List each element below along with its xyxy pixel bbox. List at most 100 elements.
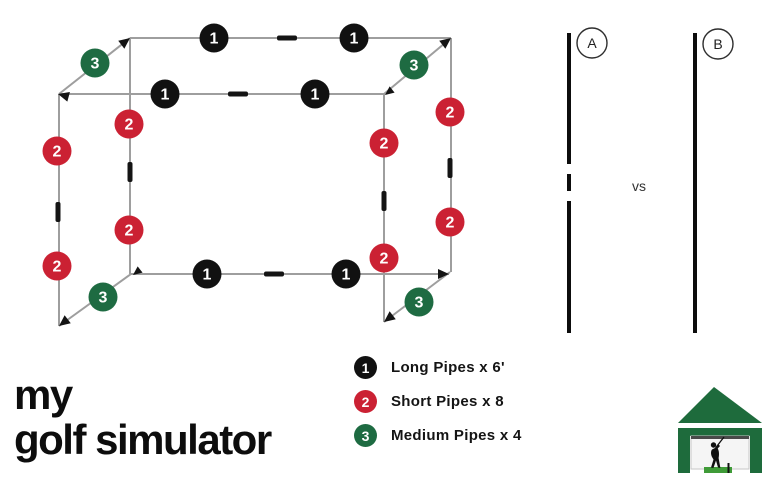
badge-number: 2 bbox=[53, 259, 62, 276]
pipe-badge-short: 2 bbox=[114, 109, 144, 139]
option-a-marker: A bbox=[576, 27, 608, 59]
versus-label: vs bbox=[632, 178, 646, 194]
badge-number: 2 bbox=[446, 215, 455, 232]
logo-screen-top-rail bbox=[691, 436, 749, 439]
option-b-letter: B bbox=[713, 36, 722, 52]
arrowhead bbox=[59, 315, 71, 326]
arrowhead bbox=[438, 269, 449, 279]
pipe-badge-medium: 3 bbox=[80, 48, 110, 78]
short-pipe-badges: 2 2 2 2 2 2 2 bbox=[42, 97, 465, 281]
badge-circle bbox=[369, 243, 399, 273]
logo-hitting-mat bbox=[704, 467, 732, 473]
logo-impact-screen bbox=[690, 435, 750, 470]
badge-circle bbox=[435, 97, 465, 127]
legend-badge-long: 1 bbox=[354, 356, 377, 379]
badge-number: 2 bbox=[125, 223, 134, 240]
pipe-badge-short: 2 bbox=[369, 243, 399, 273]
badge-circle bbox=[88, 282, 118, 312]
pipe-badge-short: 2 bbox=[435, 97, 465, 127]
pipe-badge-long: 1 bbox=[300, 79, 330, 109]
legend-badge-number: 2 bbox=[361, 393, 370, 410]
connector-mark bbox=[447, 158, 453, 178]
arrowhead bbox=[384, 311, 396, 322]
badge-number: 3 bbox=[91, 56, 100, 73]
badge-circle bbox=[399, 50, 429, 80]
badge-circle bbox=[80, 48, 110, 78]
arrowhead bbox=[118, 38, 130, 49]
pipe-badge-medium: 3 bbox=[399, 50, 429, 80]
arrowhead bbox=[439, 38, 451, 49]
option-a-circle bbox=[576, 27, 608, 59]
connector-mark bbox=[264, 271, 284, 277]
arrowhead bbox=[58, 92, 70, 102]
pipe-comparison: A B vs bbox=[567, 27, 734, 333]
badge-number: 1 bbox=[350, 31, 359, 48]
badge-circle bbox=[339, 23, 369, 53]
connector-mark bbox=[228, 91, 248, 97]
option-a-letter: A bbox=[587, 35, 597, 51]
pipe-badge-medium: 3 bbox=[404, 287, 434, 317]
pipe-badge-short: 2 bbox=[42, 136, 72, 166]
badge-circle bbox=[435, 207, 465, 237]
pipe-badge-short: 2 bbox=[42, 251, 72, 281]
brand-title: my golf simulator bbox=[14, 371, 272, 463]
golf-simulator-logo bbox=[678, 387, 762, 473]
medium-pipe-badges: 3 3 3 3 bbox=[80, 48, 434, 317]
option-b-circle bbox=[702, 28, 734, 60]
pipe-badge-long: 1 bbox=[331, 259, 361, 289]
logo-left-pillar bbox=[678, 428, 690, 473]
badge-circle bbox=[369, 128, 399, 158]
brand-title-line1: my bbox=[14, 371, 73, 418]
pipe-badge-short: 2 bbox=[435, 207, 465, 237]
connector-mark bbox=[381, 191, 387, 211]
pipe-badge-long: 1 bbox=[150, 79, 180, 109]
badge-number: 2 bbox=[53, 144, 62, 161]
logo-alignment-stick bbox=[727, 463, 730, 473]
legend-item-short: 2 Short Pipes x 8 bbox=[354, 390, 522, 413]
badge-circle bbox=[42, 136, 72, 166]
legend-badge-medium: 3 bbox=[354, 424, 377, 447]
legend-item-medium: 3 Medium Pipes x 4 bbox=[354, 424, 522, 447]
pipe-badge-long: 1 bbox=[199, 23, 229, 53]
badge-number: 3 bbox=[415, 295, 424, 312]
badge-circle bbox=[404, 287, 434, 317]
pipe-badge-short: 2 bbox=[369, 128, 399, 158]
legend-label-long: Long Pipes x 6' bbox=[391, 359, 505, 376]
pipe-connectors bbox=[55, 35, 453, 277]
badge-number: 1 bbox=[311, 87, 320, 104]
badge-number: 2 bbox=[380, 251, 389, 268]
connector-mark bbox=[127, 162, 133, 182]
pipe-badge-long: 1 bbox=[192, 259, 222, 289]
option-b-marker: B bbox=[702, 28, 734, 60]
badge-circle bbox=[150, 79, 180, 109]
pipe-badge-medium: 3 bbox=[88, 282, 118, 312]
legend-badge-number: 3 bbox=[361, 427, 370, 444]
corner-arrows bbox=[58, 38, 451, 326]
badge-number: 1 bbox=[342, 267, 351, 284]
pipe-badge-short: 2 bbox=[114, 215, 144, 245]
logo-right-pillar bbox=[750, 428, 762, 473]
badge-circle bbox=[192, 259, 222, 289]
connector-mark bbox=[277, 35, 297, 41]
golfer-silhouette-icon bbox=[710, 436, 725, 468]
badge-number: 2 bbox=[446, 105, 455, 122]
badge-number: 1 bbox=[210, 31, 219, 48]
arrowhead bbox=[133, 266, 143, 275]
brand-title-line2: golf simulator bbox=[14, 416, 272, 463]
pipe-badge-long: 1 bbox=[339, 23, 369, 53]
legend-label-medium: Medium Pipes x 4 bbox=[391, 427, 522, 444]
badge-circle bbox=[300, 79, 330, 109]
logo-header-beam bbox=[678, 428, 762, 436]
badge-number: 3 bbox=[99, 290, 108, 307]
legend-badge-short: 2 bbox=[354, 390, 377, 413]
badge-circle bbox=[331, 259, 361, 289]
pipe-frame bbox=[58, 37, 452, 327]
badge-circle bbox=[114, 109, 144, 139]
badge-number: 3 bbox=[410, 58, 419, 75]
legend-item-long: 1 Long Pipes x 6' bbox=[354, 356, 522, 379]
arrowhead bbox=[385, 86, 395, 95]
badge-circle bbox=[114, 215, 144, 245]
pipe-legend: 1 Long Pipes x 6' 2 Short Pipes x 8 3 Me… bbox=[354, 356, 522, 447]
